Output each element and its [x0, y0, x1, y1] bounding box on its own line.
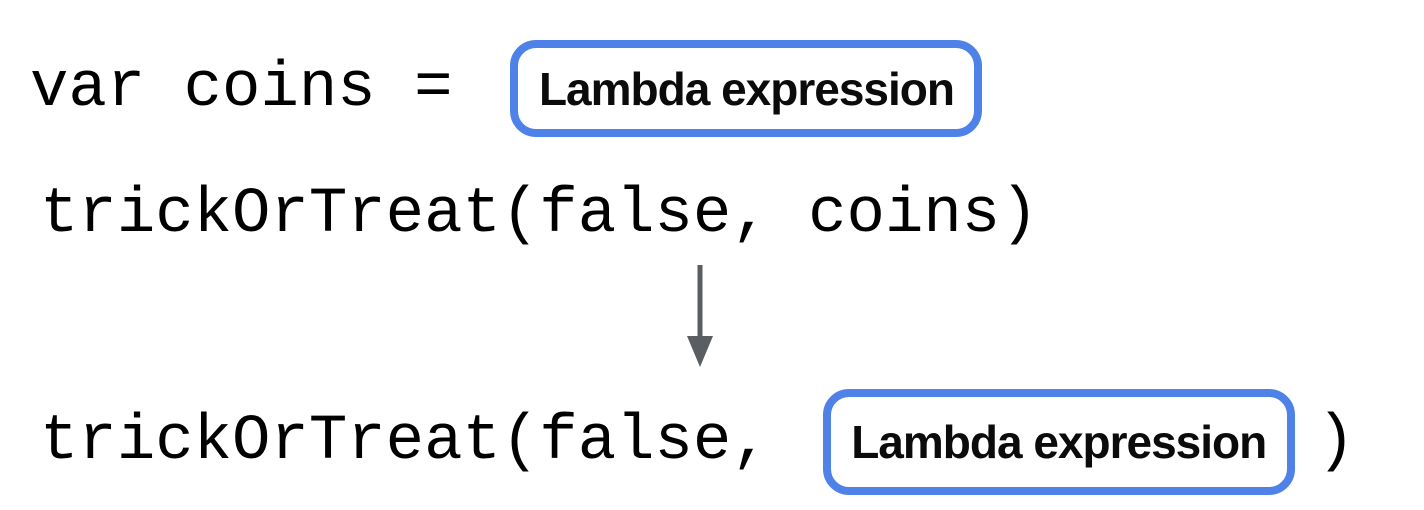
code-call-suffix: ) [1316, 406, 1356, 478]
lambda-expression-label: Lambda expression [538, 62, 955, 115]
lambda-expression-box: Lambda expression [510, 40, 983, 137]
code-var-declaration: var coins = [30, 52, 453, 125]
var-declaration-line: var coins = Lambda expression [30, 40, 983, 137]
code-call-prefix: trickOrTreat(false, [40, 406, 770, 478]
down-arrow-icon [687, 265, 713, 367]
lambda-expression-label: Lambda expression [851, 416, 1267, 468]
code-call-with-variable: trickOrTreat(false, coins) [40, 179, 1039, 251]
lambda-expression-box: Lambda expression [822, 389, 1295, 495]
call-with-variable-line: trickOrTreat(false, coins) [40, 181, 1039, 249]
call-with-inlined-lambda-line: trickOrTreat(false, Lambda expression ) [40, 389, 1355, 495]
